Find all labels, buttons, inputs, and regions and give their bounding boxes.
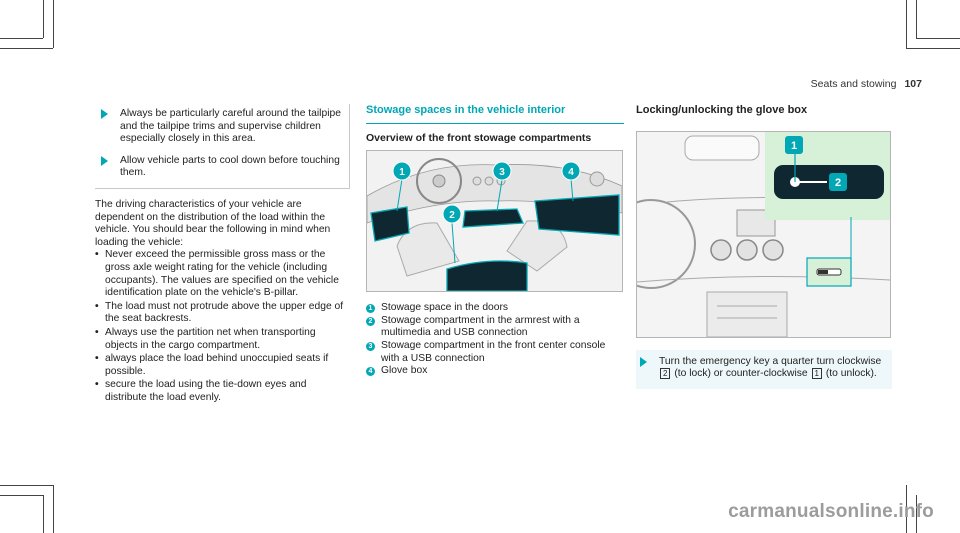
bullet-dot: •	[95, 249, 99, 261]
svg-text:2: 2	[835, 177, 841, 189]
key-reference-2: 2	[660, 368, 671, 380]
warning-text: Allow vehicle parts to cool down before …	[120, 154, 340, 179]
callout-item: 2 Stowage compartment in the armrest with…	[366, 315, 624, 340]
warning-item: Allow vehicle parts to cool down before …	[95, 155, 343, 180]
triangle-bullet-icon	[101, 155, 108, 166]
stowage-overview-figure: 1 2 3 4	[366, 150, 623, 293]
watermark: carmanualsonline.info	[728, 501, 934, 522]
svg-text:3: 3	[499, 167, 505, 178]
callout-text: Stowage space in the doors	[381, 302, 509, 314]
car-interior-illustration: 1 2 3 4	[367, 151, 622, 292]
marker-1: 1	[392, 161, 412, 181]
crop-mark	[0, 485, 53, 486]
crop-mark	[53, 485, 54, 533]
glove-box-figure: 1 2	[636, 130, 891, 338]
middle-column: Stowage spaces in the vehicle interior O…	[366, 104, 624, 378]
callout-number: 1	[366, 304, 375, 314]
marker-1: 1	[785, 135, 803, 154]
bullet-dot: •	[95, 379, 99, 391]
crop-mark	[0, 495, 43, 496]
callout-number: 3	[366, 341, 375, 351]
instruction-part: (to unlock).	[825, 368, 877, 380]
marker-2: 2	[829, 172, 847, 191]
bullet-dot: •	[95, 300, 99, 312]
svg-text:1: 1	[399, 167, 405, 178]
marker-4: 4	[561, 161, 581, 181]
crop-mark	[916, 38, 960, 39]
callout-item: 3 Stowage compartment in the front center…	[366, 340, 624, 365]
list-item: • Always use the partition net when trans…	[95, 327, 345, 352]
instruction-part: Turn the emergency key a quarter turn cl…	[659, 355, 882, 367]
list-item-text: always place the load behind unoccupied …	[105, 353, 329, 377]
left-column: Always be particularly careful around th…	[95, 104, 350, 405]
crop-mark	[916, 0, 917, 38]
list-item-text: The load must not protrude above the upp…	[105, 300, 344, 325]
page-number: 107	[904, 78, 922, 90]
list-item: • The load must not protrude above the up…	[95, 301, 345, 326]
triangle-bullet-icon	[640, 356, 647, 367]
callout-number: 2	[366, 316, 375, 326]
warning-box: Always be particularly careful around th…	[95, 104, 350, 189]
warning-text: Always be particularly careful around th…	[120, 108, 341, 145]
crop-mark	[43, 495, 44, 533]
warning-item: Always be particularly careful around th…	[95, 108, 343, 146]
bullet-dot: •	[95, 326, 99, 338]
triangle-bullet-icon	[101, 109, 108, 119]
svg-text:4: 4	[568, 167, 574, 178]
bullet-dot: •	[95, 353, 99, 365]
crop-mark	[906, 48, 960, 49]
callout-text: Glove box	[381, 365, 428, 377]
svg-text:2: 2	[449, 210, 455, 221]
driving-intro: The driving characteristics of your vehi…	[95, 198, 331, 248]
list-item-text: secure the load using the tie-down eyes …	[105, 379, 307, 403]
crop-mark	[906, 0, 907, 48]
list-item-text: Always use the partition net when transp…	[105, 326, 316, 351]
marker-2: 2	[442, 204, 462, 224]
right-column: Locking/unlocking the glove box	[636, 104, 892, 389]
callout-number: 4	[366, 367, 375, 377]
callout-item: 1 Stowage space in the doors	[366, 302, 624, 315]
list-item: • Never exceed the permissible gross mass…	[95, 249, 345, 299]
callout-item: 4 Glove box	[366, 365, 624, 378]
crop-mark	[906, 485, 907, 533]
svg-text:1: 1	[791, 140, 797, 152]
crop-mark	[0, 48, 53, 49]
section-title: Seats and stowing	[810, 78, 897, 90]
section-heading: Locking/unlocking the glove box	[636, 104, 808, 116]
list-item: • always place the load behind unoccupied…	[95, 353, 345, 378]
instruction-step: Turn the emergency key a quarter turn cl…	[636, 349, 892, 389]
page-header: Seats and stowing 107	[811, 78, 922, 90]
callout-text: Stowage compartment in the front center …	[381, 339, 606, 364]
subsection-heading: Overview of the front stowage compartmen…	[366, 131, 592, 144]
glove-box-illustration: 1 2	[637, 131, 890, 337]
section-heading: Stowage spaces in the vehicle interior	[366, 104, 624, 124]
crop-mark	[43, 0, 44, 38]
crop-mark	[53, 0, 54, 48]
crop-mark	[916, 495, 917, 533]
key-reference-1: 1	[811, 368, 822, 380]
instruction-text: Turn the emergency key a quarter turn cl…	[659, 356, 892, 381]
callout-text: Stowage compartment in the armrest with …	[381, 314, 580, 339]
marker-3: 3	[492, 161, 512, 181]
instruction-part: (to lock) or counter-clockwise	[674, 368, 808, 380]
list-item: • secure the load using the tie-down eyes…	[95, 379, 345, 404]
list-item-text: Never exceed the permissible gross mass …	[105, 249, 339, 299]
crop-mark	[0, 38, 43, 39]
loading-bullet-list: • Never exceed the permissible gross mass…	[95, 249, 345, 404]
